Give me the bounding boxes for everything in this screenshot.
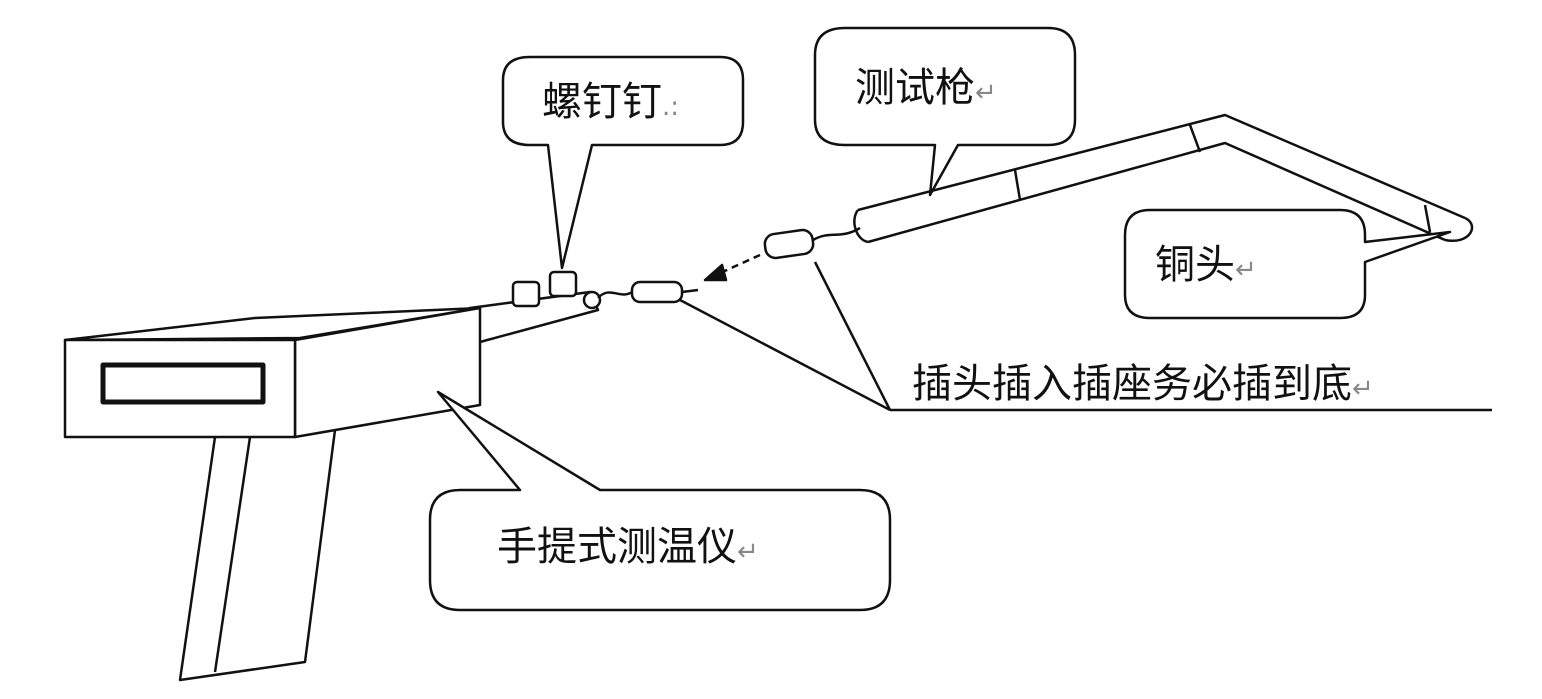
label-screw: 螺钉钉.: [542,79,680,125]
insert-arrow [703,253,761,282]
screws [511,270,578,308]
callout-copper-head [1123,208,1452,320]
label-thermometer: 手提式测温仪↵ [497,524,759,570]
plug-note-leaders [679,261,1492,412]
callout-test-gun [813,26,1077,197]
plug [597,280,699,304]
label-copper-head: 铜头↵ [1155,242,1257,288]
socket [763,226,861,260]
thermometer-handle [178,428,337,682]
thermometer-body [63,306,482,439]
label-test-gun: 测试枪↵ [855,65,997,111]
callout-screw [501,55,745,270]
label-plug-note: 插头插入插座务必插到底↵ [912,361,1374,407]
test-gun-probe [853,113,1474,244]
callout-thermometer [428,390,892,612]
